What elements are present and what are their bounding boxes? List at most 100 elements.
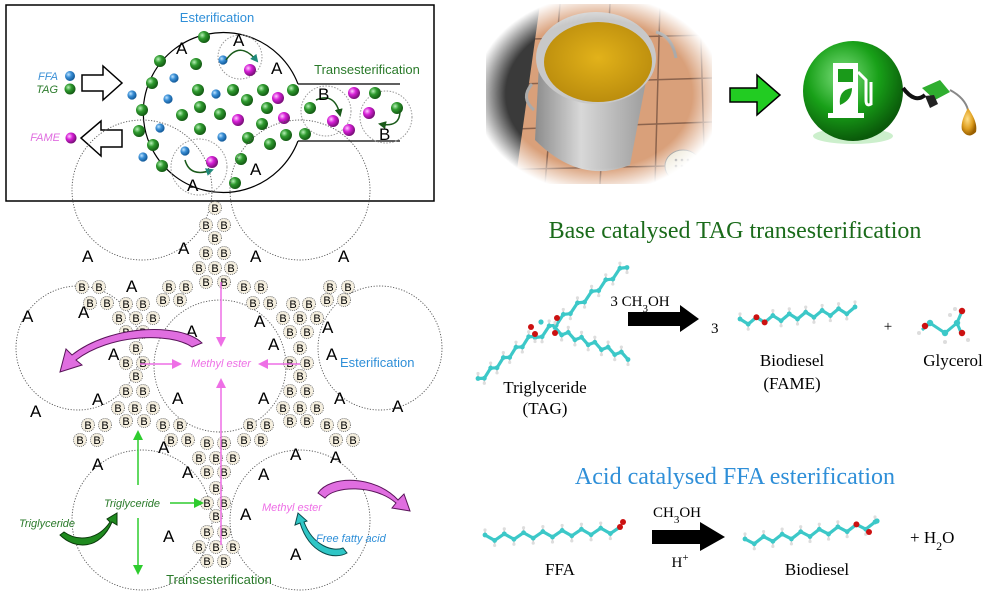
glycerol-molecule: [917, 307, 970, 344]
carbon-atom: [751, 541, 757, 547]
base-site: B: [341, 280, 355, 294]
base-site: B: [75, 280, 89, 294]
base-site: B: [181, 433, 195, 447]
methyl-ester-right-label: Methyl ester: [262, 502, 323, 514]
hydrogen-atom: [589, 538, 593, 542]
biofuel-pump-icon: [803, 41, 977, 144]
carbon-atom: [521, 530, 526, 536]
base-site-label: B: [229, 453, 236, 465]
base-site-label: B: [212, 542, 219, 554]
base-site: B: [200, 436, 214, 450]
base-site: B: [293, 311, 307, 325]
hydrogen-atom: [820, 303, 824, 308]
oxygen-atom: [753, 314, 760, 321]
hydrogen-atom: [590, 284, 594, 288]
acid-site-label: A: [268, 335, 280, 354]
base-site: B: [323, 280, 337, 294]
hydrogen-atom: [611, 282, 615, 286]
base-site-label: B: [122, 416, 129, 428]
acid-site-label: A: [163, 527, 175, 546]
acid-site-label: A: [250, 160, 262, 179]
acid-reagent-label: CH3OH: [653, 505, 701, 526]
base-site-label: B: [211, 233, 218, 245]
hydrogen-atom: [533, 339, 537, 344]
base-site: B: [337, 418, 351, 432]
acid-site-label: A: [258, 465, 270, 484]
base-site: B: [173, 293, 187, 307]
hydrogen-atom: [613, 357, 617, 362]
base-site-label: B: [167, 435, 174, 447]
acid-reaction-title: Acid catalysed FFA esterification: [575, 464, 895, 490]
base-site: B: [208, 231, 222, 245]
base-site: B: [300, 356, 314, 370]
tag-ball: [176, 109, 188, 121]
hydrogen-atom: [799, 525, 803, 529]
base-site-label: B: [203, 498, 210, 510]
triglyceride-label: Triglyceride: [503, 378, 586, 397]
carbon-atom: [579, 334, 584, 340]
base-site: B: [300, 325, 314, 339]
hydrogen-atom: [787, 307, 791, 311]
product-exit-arrow-left-icon: [59, 329, 203, 373]
product-exit-arrow-right-icon: [317, 479, 411, 512]
triglyceride-entry-arrow-icon: [59, 512, 118, 546]
acid-site-label: A: [254, 312, 266, 331]
base-site: B: [156, 293, 170, 307]
base-site-label: B: [122, 358, 129, 370]
acid-site-label: A: [322, 318, 334, 337]
hydrogen-atom: [520, 350, 524, 354]
acid-site-label: A: [233, 31, 245, 50]
base-site-label: B: [202, 277, 209, 289]
base-site: B: [192, 451, 206, 465]
base-site: B: [200, 525, 214, 539]
base-site-label: B: [165, 282, 172, 294]
base-site: B: [243, 418, 257, 432]
base-site-label: B: [326, 282, 333, 294]
base-site-label: B: [344, 282, 351, 294]
base-site: B: [217, 554, 231, 568]
base-site-label: B: [195, 453, 202, 465]
base-site-label: B: [220, 498, 227, 510]
hydrogen-atom: [738, 312, 742, 316]
base-site-label: B: [101, 420, 108, 432]
base-site: B: [337, 293, 351, 307]
tag-ball: [227, 84, 239, 96]
base-site: B: [283, 325, 297, 339]
legend-ffa-label: FFA: [38, 71, 58, 83]
base-site-label: B: [340, 295, 347, 307]
hydrogen-atom: [836, 302, 841, 306]
free-fatty-acid-label: Free fatty acid: [316, 533, 387, 545]
tag-ball: [194, 123, 206, 135]
base-site-label: B: [279, 403, 286, 415]
hydrogen-atom: [531, 541, 535, 545]
hydrogen-atom: [568, 317, 572, 321]
oxygen-atom: [528, 324, 534, 330]
carbon-atom: [585, 342, 591, 348]
base-site-label: B: [220, 438, 227, 450]
tag-ball: [391, 102, 403, 114]
base-site-label: B: [220, 467, 227, 479]
base-site: B: [226, 451, 240, 465]
base-site-label: B: [286, 327, 293, 339]
base-site: B: [209, 481, 223, 495]
base-site-label: B: [78, 282, 85, 294]
fame-ball: [244, 64, 256, 76]
hydrogen-atom: [566, 325, 570, 330]
hydrogen-atom: [853, 300, 857, 304]
base-site: B: [179, 280, 193, 294]
base-site-label: B: [246, 420, 253, 432]
carbon-atom: [795, 316, 800, 322]
acid-site-label: A: [22, 307, 34, 326]
base-site-label: B: [289, 299, 296, 311]
acid-site-label: A: [158, 438, 170, 457]
base-site: B: [209, 509, 223, 523]
feed-in-arrow-icon: [81, 64, 124, 102]
hydrogen-atom: [495, 371, 499, 375]
hydrogen-atom: [560, 338, 564, 342]
base-site: B: [146, 401, 160, 415]
acid-site-label: A: [326, 345, 338, 364]
hydrogen-atom: [743, 532, 747, 536]
carbon-atom: [778, 318, 784, 324]
